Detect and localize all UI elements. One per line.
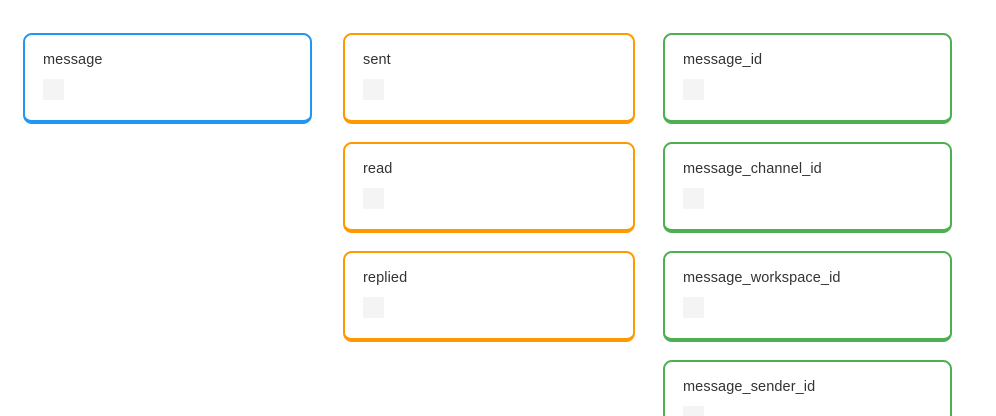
card-placeholder-swatch: [363, 297, 384, 318]
card-placeholder-swatch: [683, 188, 704, 209]
card-placeholder-swatch: [683, 297, 704, 318]
card-placeholder-swatch: [683, 406, 704, 416]
card-read[interactable]: read: [343, 142, 635, 233]
card-label: message_sender_id: [683, 379, 816, 395]
card-message[interactable]: message: [23, 33, 312, 124]
card-label: sent: [363, 52, 391, 68]
card-placeholder-swatch: [363, 188, 384, 209]
card-label: replied: [363, 270, 408, 286]
card-sent[interactable]: sent: [343, 33, 635, 124]
card-placeholder-swatch: [363, 79, 384, 100]
card-label: message_workspace_id: [683, 270, 841, 286]
card-label: message_id: [683, 52, 763, 68]
card-label: message: [43, 52, 103, 68]
card-placeholder-swatch: [683, 79, 704, 100]
field-column: message_id message_channel_id message_wo…: [663, 33, 952, 416]
card-message-id[interactable]: message_id: [663, 33, 952, 124]
card-message-channel-id[interactable]: message_channel_id: [663, 142, 952, 233]
card-placeholder-swatch: [43, 79, 64, 100]
card-message-workspace-id[interactable]: message_workspace_id: [663, 251, 952, 342]
card-label: message_channel_id: [683, 161, 822, 177]
entity-column: message: [23, 33, 312, 142]
event-column: sent read replied: [343, 33, 635, 360]
card-message-sender-id[interactable]: message_sender_id: [663, 360, 952, 416]
card-label: read: [363, 161, 393, 177]
card-replied[interactable]: replied: [343, 251, 635, 342]
